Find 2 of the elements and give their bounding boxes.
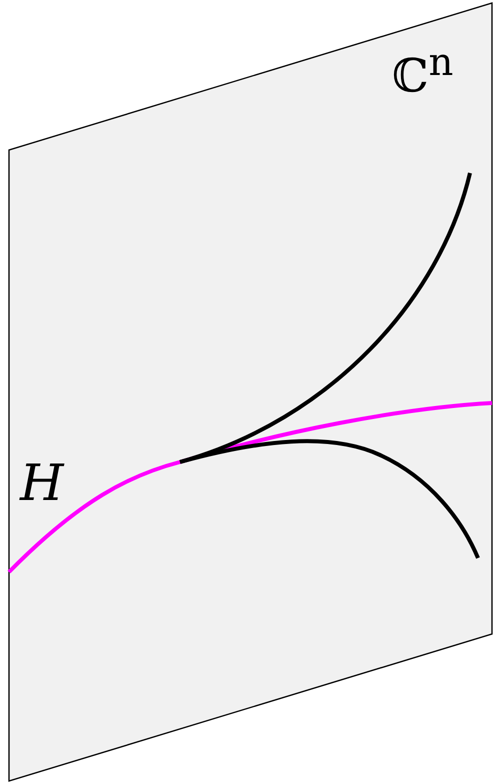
math-label: ℂ$^{n}$ <box>392 44 454 98</box>
math-label: H <box>20 458 64 508</box>
